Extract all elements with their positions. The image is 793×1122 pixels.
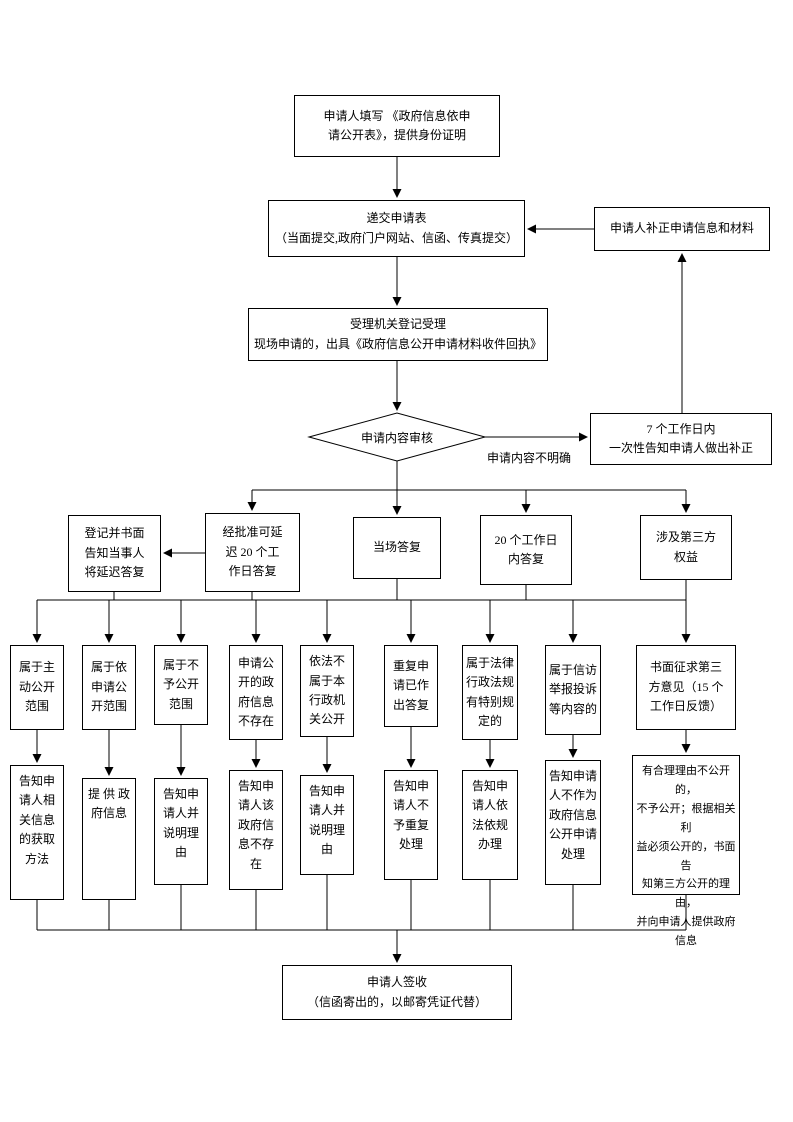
act-inform-not-exist: 告知申 请人该 政府信 息不存 在	[229, 770, 283, 890]
decision-review-label: 申请内容审核	[360, 431, 433, 445]
act-provide-info: 提 供 政 府信息	[82, 778, 136, 900]
step-supplement-info: 申请人补正申请信息和材料	[594, 207, 770, 251]
step-delay-notify: 登记并书面 告知当事人 将延迟答复	[68, 515, 161, 592]
label-content-unclear: 申请内容不明确	[487, 451, 572, 465]
step-approved-delay: 经批准可延 迟 20 个工 作日答复	[205, 513, 300, 592]
decision-review-shape	[307, 412, 487, 462]
act-inform-per-law: 告知申 请人依 法依规 办理	[462, 770, 518, 880]
cond-special-regulation: 属于法律 行政法规 有特别规 定的	[462, 645, 518, 740]
act-inform-with-reason: 告知申 请人并 说明理 由	[154, 778, 208, 885]
cond-non-disclosure: 属于不 予公开 范围	[154, 645, 208, 725]
cond-not-this-agency: 依法不 属于本 行政机 关公开	[300, 645, 354, 737]
act-inform-no-repeat: 告知申 请人不 予重复 处理	[384, 770, 438, 880]
step-accept-register: 受理机关登记受理 现场申请的，出具《政府信息公开申请材料收件回执》	[248, 308, 548, 361]
act-inform-not-as-request: 告知申请 人不作为 政府信息 公开申请 处理	[545, 760, 601, 885]
act-inform-how-to-obtain: 告知申 请人相 关信息 的获取 方法	[10, 765, 64, 900]
cond-info-not-exist: 申请公 开的政 府信息 不存在	[229, 645, 283, 740]
cond-proactive-disclosure: 属于主 动公开 范围	[10, 645, 64, 730]
cond-repeat-request: 重复申 请已作 出答复	[384, 645, 438, 727]
step-consult-third-party: 书面征求第三 方意见（15 个 工作日反馈）	[636, 645, 736, 730]
step-seven-days-notice: 7 个工作日内 一次性告知申请人做出补正	[590, 413, 772, 465]
step-sign-receipt: 申请人签收 （信函寄出的，以邮寄凭证代替）	[282, 965, 512, 1020]
step-submit-form: 递交申请表 （当面提交,政府门户网站、信函、传真提交）	[268, 200, 525, 257]
step-third-party-rights: 涉及第三方 权益	[640, 515, 732, 580]
cond-petition-complaint: 属于信访 举报投诉 等内容的	[545, 645, 601, 735]
cond-on-request-disclosure: 属于依 申请公 开范围	[82, 645, 136, 730]
act-third-party-outcome: 有合理理由不公开的， 不予公开；根据相关利 益必须公开的，书面告 知第三方公开的…	[632, 755, 740, 947]
step-fill-form: 申请人填写 《政府信息依申 请公开表》，提供身份证明	[294, 95, 500, 157]
act-inform-with-reason-2: 告知申 请人并 说明理 由	[300, 775, 354, 875]
step-20-workdays-reply: 20 个工作日 内答复	[480, 515, 572, 585]
step-onsite-reply: 当场答复	[353, 517, 441, 579]
